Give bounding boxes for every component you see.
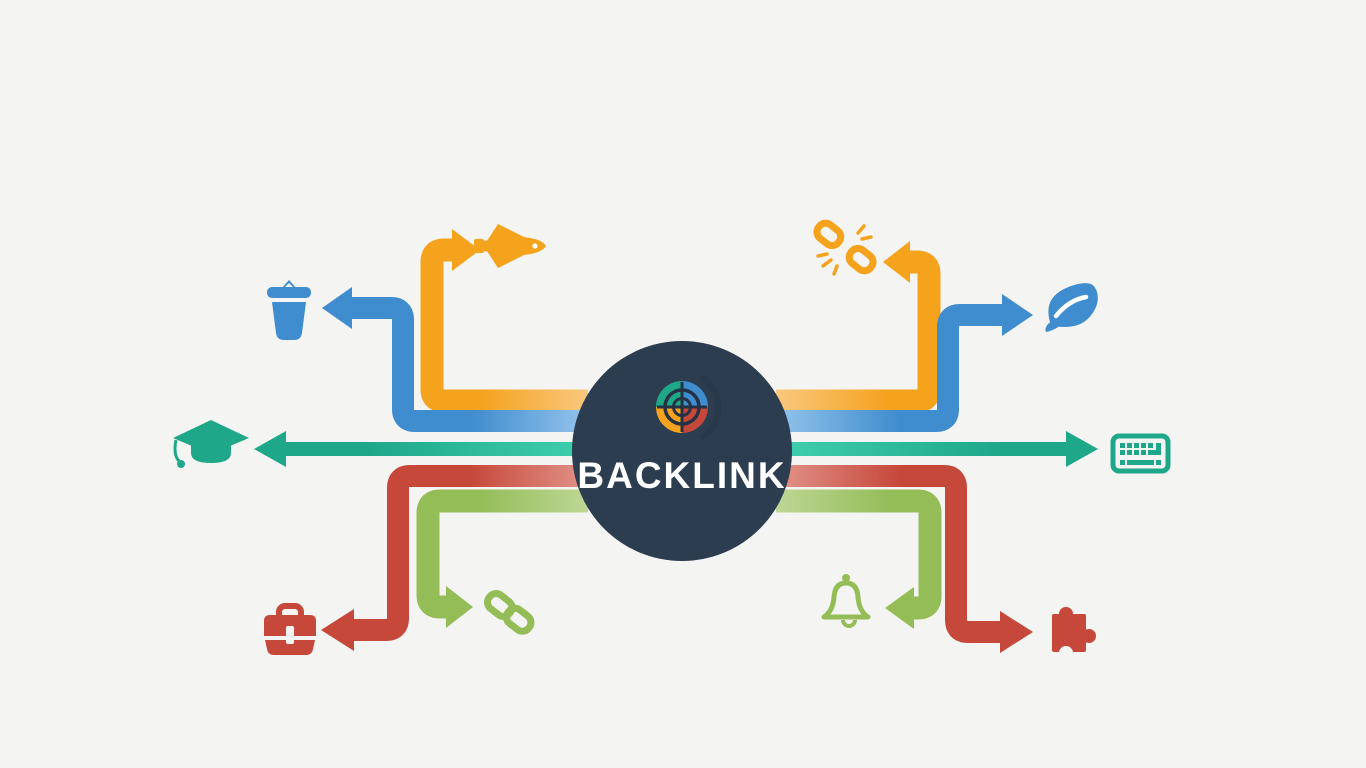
branch-middle-right xyxy=(788,431,1171,474)
arrow-head-right xyxy=(446,586,473,628)
arrow-head-left xyxy=(322,287,352,329)
branch-upper-right xyxy=(784,283,1098,432)
branch-lower-right xyxy=(785,465,1096,660)
space-shuttle-icon xyxy=(474,224,546,268)
toolbox-icon xyxy=(264,603,316,655)
trash-icon xyxy=(267,280,311,340)
broken-link-icon xyxy=(813,219,877,276)
arrow-shaft-green-right xyxy=(776,489,942,620)
logo-swoosh xyxy=(700,375,722,440)
keyboard-icon xyxy=(1110,433,1171,474)
branch-top-right xyxy=(776,219,941,413)
arrow-head-right xyxy=(1002,294,1033,336)
center-circle xyxy=(572,341,792,561)
arrow-head-right xyxy=(1000,611,1033,653)
arrow-shaft-red-left xyxy=(354,465,579,641)
branch-lower-left xyxy=(264,465,579,655)
arrow-shaft-green-left xyxy=(416,489,588,619)
chain-link-icon xyxy=(484,590,535,635)
graduation-cap-icon xyxy=(173,420,249,468)
arrow-shaft-orange-right xyxy=(776,250,941,413)
arrow-head-left xyxy=(885,587,914,629)
target-crosshair-logo xyxy=(656,381,708,433)
arrow-shaft-orange-left xyxy=(420,238,588,413)
branch-upper-left xyxy=(267,280,580,432)
branch-middle-left xyxy=(173,420,576,468)
arrow-head-right xyxy=(1066,431,1098,467)
arrow-head-left xyxy=(254,431,286,467)
arrow-shaft-red-right xyxy=(785,465,1000,643)
leaf-icon xyxy=(1045,283,1098,332)
spark-lines xyxy=(816,224,873,276)
arrow-shaft-blue-right xyxy=(784,304,1002,432)
arrow-head-left xyxy=(321,609,354,651)
branch-bottom-right xyxy=(776,489,942,629)
arrow-shaft-blue-left xyxy=(352,297,580,432)
puzzle-piece-icon xyxy=(1052,607,1096,660)
bell-icon xyxy=(821,574,871,628)
center-label: BACKLINK xyxy=(577,455,786,496)
branch-bottom-left xyxy=(416,489,588,635)
arrow-head-left xyxy=(883,241,910,283)
branch-top-left xyxy=(420,224,588,413)
arrow-head-right xyxy=(452,229,480,271)
center-node: BACKLINK xyxy=(572,341,792,561)
